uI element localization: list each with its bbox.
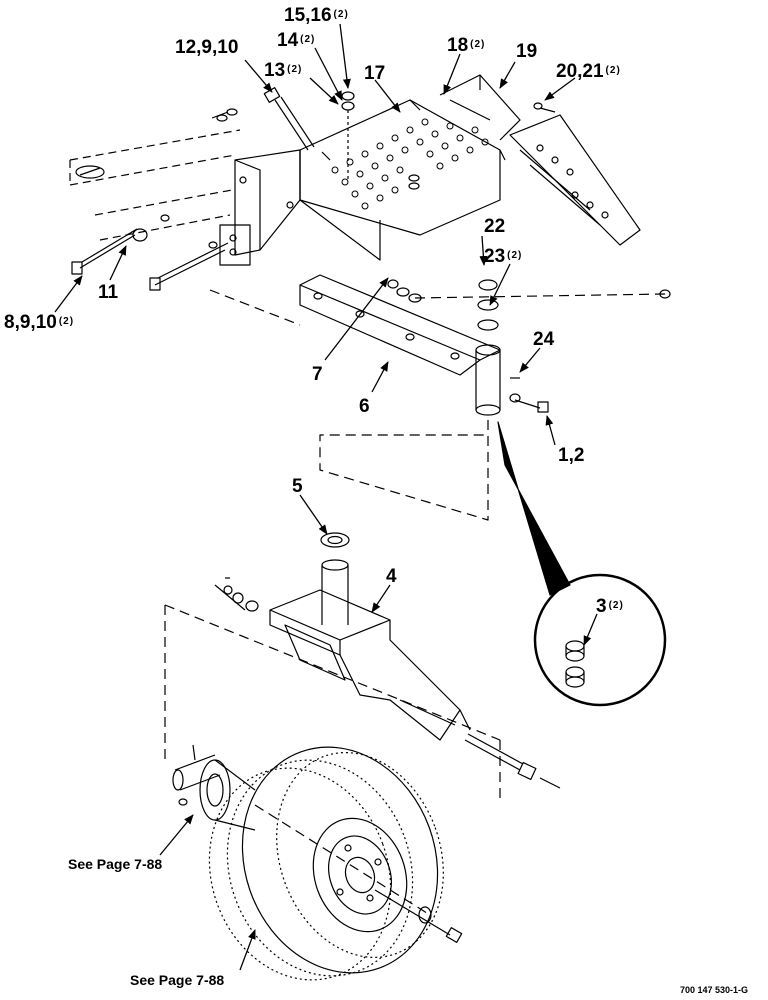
callout-6: 6 xyxy=(359,396,370,417)
pivot-washer xyxy=(320,532,350,548)
wheel-bolt xyxy=(374,889,463,943)
upper-washers-left xyxy=(211,108,238,122)
callout-5: 5 xyxy=(292,476,303,497)
step-platform xyxy=(299,99,506,261)
callout-3: 3(2) xyxy=(596,596,624,617)
figure-code: 700 147 530-1-G xyxy=(680,985,749,995)
callout-1-2: 1,2 xyxy=(558,445,585,466)
upper-bolt xyxy=(263,87,315,151)
reference-wheel-page: See Page 7-88 xyxy=(130,972,225,988)
wheel-hub xyxy=(172,744,256,831)
frame-logo-decal xyxy=(75,165,105,179)
bar-bolts xyxy=(71,214,671,303)
callout-15-16: 15,16(2) xyxy=(284,5,349,26)
callout-24: 24 xyxy=(533,329,555,350)
callout-8-9-10: 8,9,10(2) xyxy=(4,312,75,333)
spindle-tube xyxy=(475,344,501,416)
leader-arrows xyxy=(54,23,598,971)
callout-14: 14(2) xyxy=(277,30,316,51)
callout-18: 18(2) xyxy=(447,35,486,56)
callout-13: 13(2) xyxy=(264,60,303,81)
wheel-arm-hardware xyxy=(214,577,561,789)
callout-20-21: 20,21(2) xyxy=(556,61,621,82)
tire xyxy=(208,746,444,981)
step-platform-perforations xyxy=(331,118,489,210)
detail-view-circle xyxy=(497,421,667,707)
callout-7: 7 xyxy=(312,364,323,385)
spindle-washers xyxy=(477,279,499,331)
wheel-rim xyxy=(312,817,408,933)
alignment-lines xyxy=(164,289,666,916)
callout-22: 22 xyxy=(484,216,506,237)
reference-hub-page: See Page 7-88 xyxy=(68,856,163,872)
callout-19: 19 xyxy=(516,41,538,62)
wheel-arm xyxy=(269,589,471,741)
set-screw-and-bolt xyxy=(509,377,549,413)
callout-11: 11 xyxy=(98,282,119,303)
platform-nuts xyxy=(321,91,420,190)
ladder-hardware xyxy=(533,102,556,113)
step-bracket xyxy=(439,74,521,141)
step-ladder xyxy=(509,114,641,246)
callout-12-9-10: 12,9,10 xyxy=(175,37,239,58)
callout-17: 17 xyxy=(364,63,386,84)
spindle-shaft xyxy=(321,559,349,625)
axle-arm-bar xyxy=(299,274,501,376)
frame-rail-outline xyxy=(69,129,241,241)
callout-4: 4 xyxy=(386,566,397,587)
callout-23: 23(2) xyxy=(484,246,523,267)
hitch-bracket xyxy=(219,149,301,266)
